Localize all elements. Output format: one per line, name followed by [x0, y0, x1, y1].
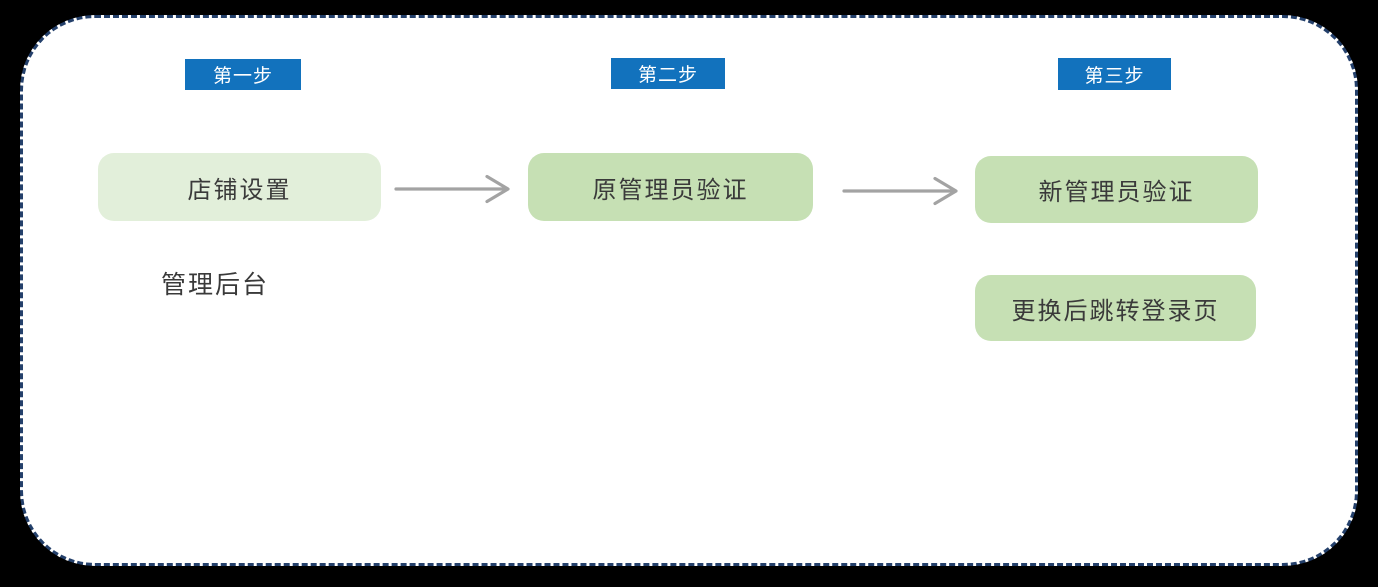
step-badge-1-label: 第一步	[212, 66, 273, 87]
node-shop-settings-label: 店铺设置	[187, 176, 292, 204]
step-badge-2-label: 第二步	[637, 65, 698, 86]
node-new-admin-verify-label: 新管理员验证	[1038, 179, 1195, 206]
node-old-admin-verify: 原管理员验证	[528, 153, 813, 221]
annotation-admin-backend: 管理后台	[161, 271, 270, 299]
node-shop-settings: 店铺设置	[98, 153, 381, 221]
node-new-admin-verify: 新管理员验证	[975, 156, 1258, 223]
flow-panel: 第一步 第二步 第三步 店铺设置 原管理员验证 新管理员验证 更换后跳转登录页 …	[20, 15, 1358, 566]
node-redirect-login: 更换后跳转登录页	[975, 275, 1256, 341]
step-badge-2: 第二步	[611, 58, 725, 89]
step-badge-1: 第一步	[185, 59, 301, 90]
arrow-right-icon	[391, 173, 515, 205]
step-badge-3-label: 第三步	[1084, 65, 1145, 87]
node-redirect-login-label: 更换后跳转登录页	[1011, 297, 1220, 325]
arrow-right-icon	[839, 175, 963, 207]
node-old-admin-verify-label: 原管理员验证	[592, 176, 749, 204]
step-badge-3: 第三步	[1058, 58, 1171, 90]
